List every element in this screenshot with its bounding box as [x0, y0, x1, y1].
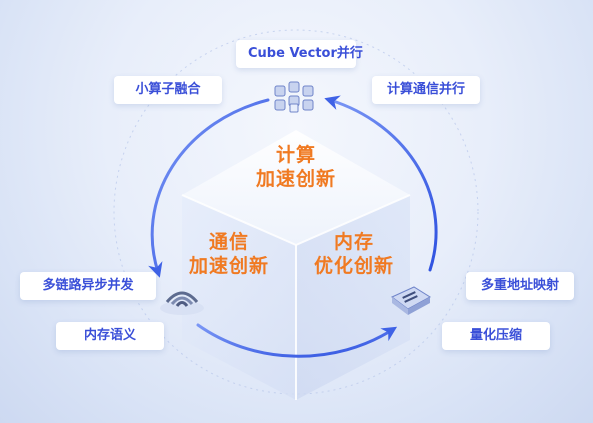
label-comm-compute-parallel: 计算通信并行: [372, 76, 480, 104]
center-compute-line1: 计算: [275, 144, 316, 166]
arrow-comm-to-memory: [196, 323, 398, 358]
center-compute-line2: 加速创新: [255, 168, 336, 190]
chip-cluster-icon: [274, 81, 314, 113]
memory-module-icon: [391, 286, 431, 315]
label-quantization-compression: 量化压缩: [442, 322, 550, 350]
label-memory-semantics: 内存语义: [56, 322, 164, 350]
center-comm: 通信 加速创新: [181, 230, 277, 278]
label-cube-vector: Cube Vector并行: [236, 40, 363, 68]
center-memory-line1: 内存: [333, 231, 374, 253]
translucent-cube: [181, 130, 411, 400]
center-comm-line1: 通信: [208, 231, 249, 253]
center-memory: 内存 优化创新: [306, 230, 402, 278]
center-compute: 计算 加速创新: [246, 143, 346, 191]
outer-dotted-circle: [113, 29, 479, 395]
label-multi-link-async: 多链路异步并发: [20, 272, 156, 300]
center-memory-line2: 优化创新: [313, 255, 394, 277]
signal-wave-icon: [160, 291, 204, 315]
arrow-memory-to-compute: [324, 95, 438, 272]
label-multi-address-mapping: 多重地址映射: [466, 272, 574, 300]
arrow-compute-to-comm: [148, 98, 270, 278]
center-comm-line2: 加速创新: [188, 255, 269, 277]
label-small-op-fusion: 小算子融合: [114, 76, 222, 104]
